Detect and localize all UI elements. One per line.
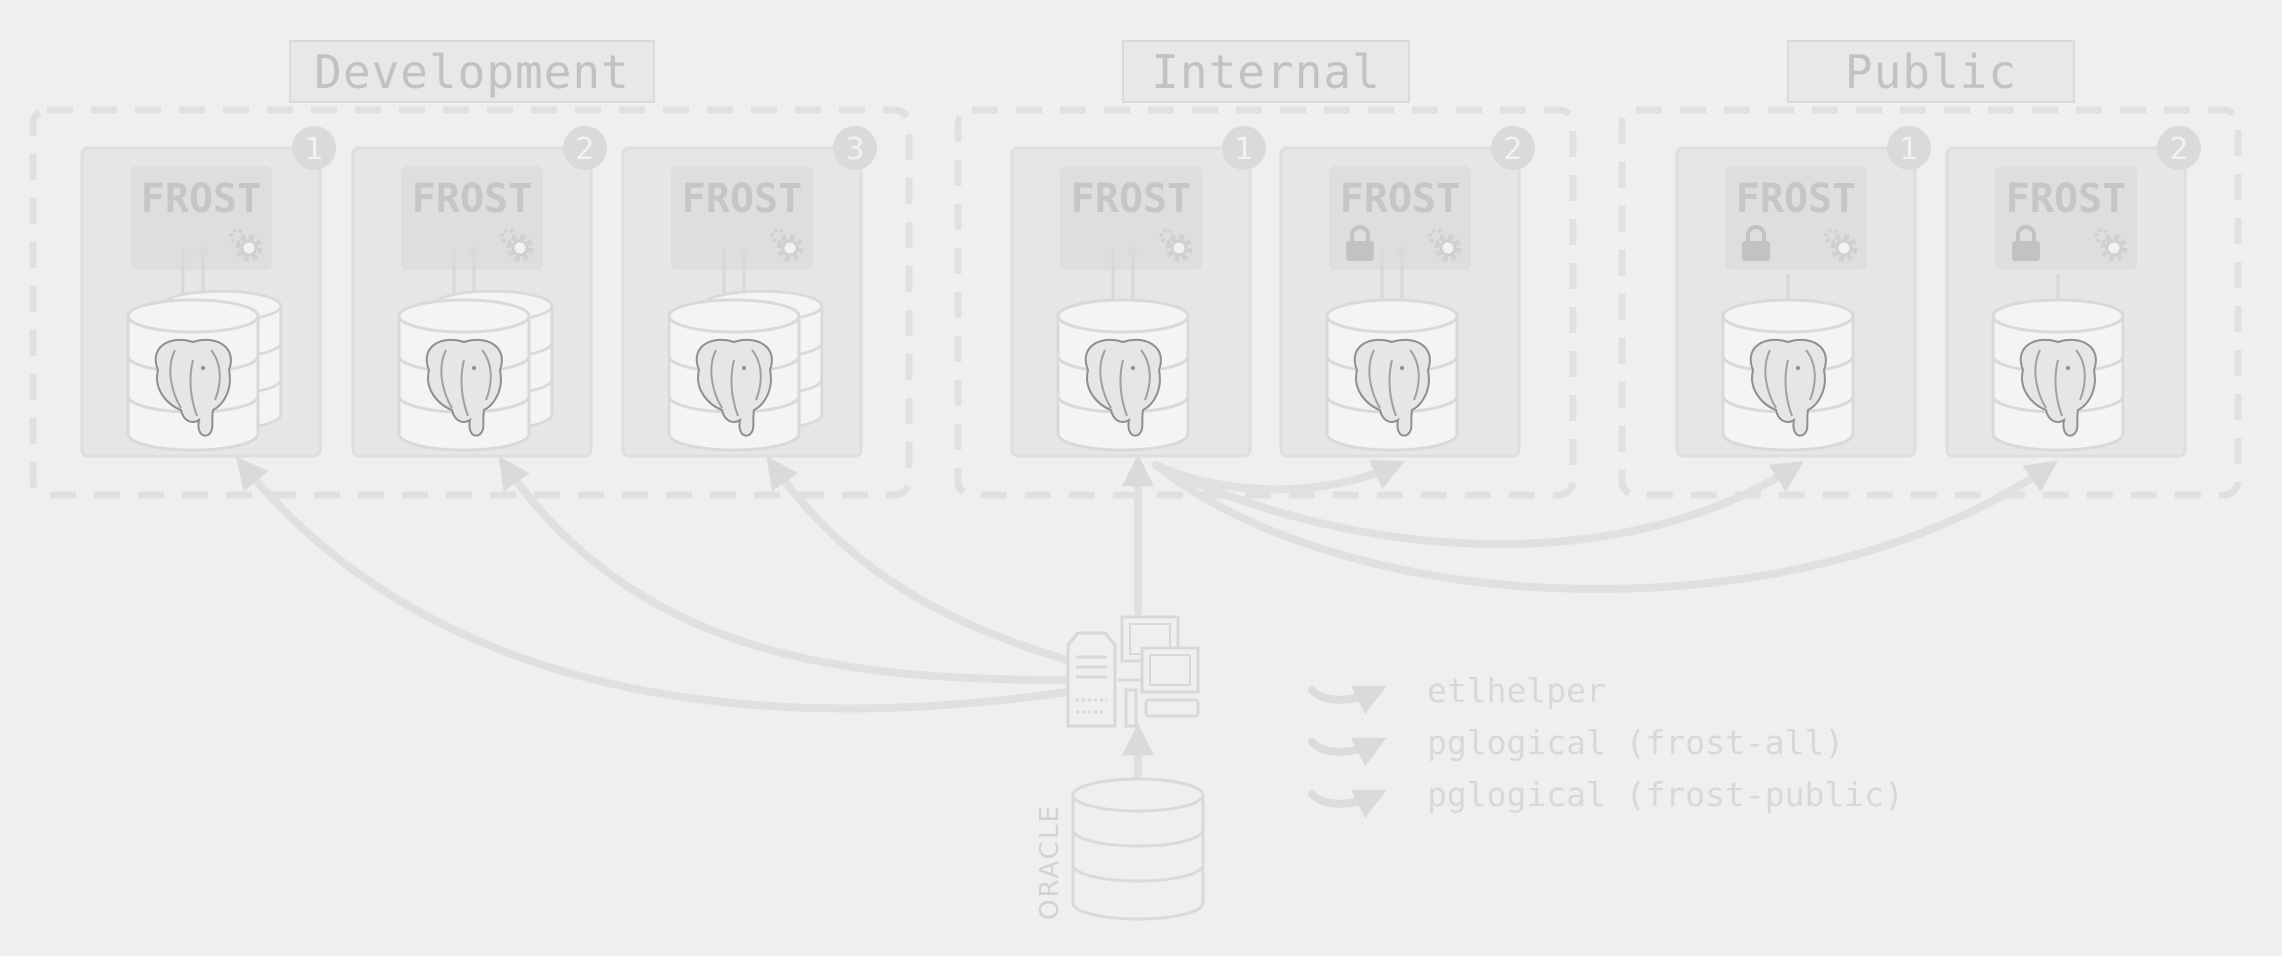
replication-arrow <box>766 456 1072 664</box>
instance-number-badge <box>1491 126 1535 170</box>
instance-number-badge <box>833 126 877 170</box>
frost-label: FROST <box>1340 176 1460 222</box>
instance-number: 2 <box>1503 132 1522 167</box>
instance-number: 1 <box>1234 132 1253 167</box>
legend-arrow-icon <box>1308 737 1387 767</box>
environment-internal: Internal <box>954 40 1577 499</box>
environment-title-box <box>1787 40 2075 103</box>
legend-label: etlhelper <box>1427 671 1606 710</box>
instance-number-badge <box>292 126 336 170</box>
instance-number: 1 <box>1899 132 1918 167</box>
environment-development: Development <box>29 40 913 499</box>
replication-arrow <box>1152 460 2058 593</box>
legend-arrow-icon <box>1308 685 1387 715</box>
legend-item: pglogical (frost-all) <box>1308 723 1844 767</box>
oracle-label: ORACLE <box>1035 804 1065 920</box>
postgres-elephant-icon <box>1327 300 1457 450</box>
environment-public: Public <box>1618 40 2242 499</box>
postgres-elephant-icon <box>669 300 799 450</box>
frost-label: FROST <box>2006 176 2126 222</box>
environment-title: Public <box>1845 45 2017 99</box>
frost-label: FROST <box>1071 176 1191 222</box>
instance-number: 1 <box>304 132 323 167</box>
environment-frame <box>29 106 913 499</box>
postgres-elephant-icon <box>1058 300 1188 450</box>
legend-label: pglogical (frost-all) <box>1427 723 1844 762</box>
instance-number-badge <box>1887 126 1931 170</box>
instance-number-badge <box>563 126 607 170</box>
instance-number-badge <box>2157 126 2201 170</box>
environment-frame <box>954 106 1577 499</box>
instance-number-badge <box>1222 126 1266 170</box>
frost-label: FROST <box>682 176 802 222</box>
environment-title-box <box>289 40 655 103</box>
replication-arrow <box>498 456 1072 684</box>
etl-server-hub <box>1066 615 1200 728</box>
postgres-elephant-icon <box>128 300 258 450</box>
postgres-elephant-icon <box>1993 300 2123 450</box>
instance-number: 2 <box>575 132 594 167</box>
oracle-database-icon: ORACLE <box>1035 723 1205 921</box>
server-workstation-icon <box>1066 615 1200 728</box>
postgres-elephant-icon <box>1723 300 1853 450</box>
environment-title-box <box>1122 40 1410 103</box>
environment-title: Development <box>314 45 630 99</box>
environment-title: Internal <box>1151 45 1381 99</box>
legend: etlhelper pglogical (frost-all) pglogical … <box>1308 671 1904 819</box>
legend-label: pglogical (frost-public) <box>1427 775 1904 814</box>
instance-number: 3 <box>845 132 864 167</box>
legend-arrow-icon <box>1308 789 1387 819</box>
frost-label: FROST <box>1736 176 1856 222</box>
instance-number: 2 <box>2169 132 2188 167</box>
replication-arrow <box>1152 460 1805 549</box>
replication-arrow <box>235 456 1072 713</box>
postgres-elephant-icon <box>399 300 529 450</box>
frost-label: FROST <box>412 176 532 222</box>
frost-label: FROST <box>141 176 261 222</box>
environment-frame <box>1618 106 2242 499</box>
legend-item: pglogical (frost-public) <box>1308 775 1904 819</box>
legend-item: etlhelper <box>1308 671 1606 715</box>
